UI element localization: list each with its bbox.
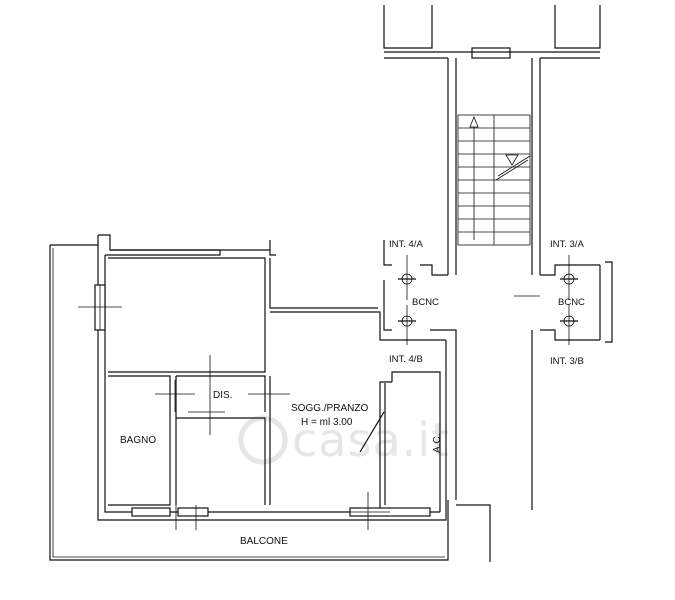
landing-right-bottom-wall bbox=[540, 329, 600, 341]
watermark-logo-icon bbox=[238, 415, 288, 465]
upper-room-right-wall bbox=[269, 258, 378, 309]
right-partial-wall bbox=[605, 261, 613, 343]
stair-treads bbox=[458, 127, 530, 233]
room-label-ac: A.C. bbox=[432, 434, 443, 453]
stair-top-left bbox=[383, 5, 433, 49]
watermark-brand: casa.it bbox=[292, 413, 450, 467]
landing-left-outer bbox=[383, 240, 392, 266]
bathroom-walls bbox=[108, 375, 171, 506]
room-label-dis: DIS. bbox=[213, 390, 232, 401]
upper-room bbox=[108, 257, 266, 373]
bathroom-window bbox=[131, 507, 171, 517]
labels: DIS. BAGNO SOGG./PRANZO H = ml 3.00 A.C.… bbox=[120, 239, 585, 547]
living-top-wall bbox=[270, 311, 446, 341]
outer-wall-outline bbox=[97, 235, 447, 521]
stair-bottom-right bbox=[456, 504, 491, 562]
room-label-soggiorno: SOGG./PRANZO bbox=[291, 403, 368, 414]
unit-label-4b: INT. 4/B bbox=[389, 354, 423, 365]
stair-top-right bbox=[554, 5, 601, 49]
balcony-outer-edge bbox=[49, 245, 449, 561]
landing-right-top bbox=[540, 264, 600, 276]
meter-symbols bbox=[398, 255, 578, 345]
stair-down-arrow-icon bbox=[505, 154, 519, 166]
stair-up-arrow-icon bbox=[469, 115, 479, 128]
landing-left-bottom bbox=[430, 329, 457, 500]
top-left-wall bbox=[98, 234, 221, 256]
living-right-wall bbox=[391, 371, 441, 512]
room-label-bcnc-right: BCNC bbox=[558, 297, 585, 308]
room-label-balcone: BALCONE bbox=[240, 536, 288, 547]
room-label-bagno: BAGNO bbox=[120, 435, 156, 446]
apartment-walls bbox=[97, 234, 447, 521]
top-mid-wall bbox=[269, 240, 276, 256]
stair-break-line bbox=[495, 159, 529, 181]
door-symbols bbox=[78, 306, 390, 530]
closet-wall bbox=[379, 381, 392, 512]
outer-wall-inner bbox=[104, 255, 440, 513]
room-label-bcnc-left: BCNC bbox=[412, 297, 439, 308]
corridor-bottom bbox=[176, 417, 266, 505]
unit-label-4a: INT. 4/A bbox=[389, 239, 423, 250]
stair-break-line2 bbox=[497, 155, 531, 177]
stair-core bbox=[383, 5, 613, 562]
watermark: casa.it bbox=[238, 413, 450, 467]
stair-window bbox=[471, 47, 511, 59]
unit-label-3b: INT. 3/B bbox=[550, 356, 584, 367]
corridor-window bbox=[177, 507, 209, 517]
landing-left-top bbox=[420, 264, 448, 276]
balcony-inner-edge bbox=[52, 248, 445, 558]
landing-left-outer2 bbox=[383, 280, 392, 331]
balcony-outline bbox=[49, 244, 449, 561]
unit-label-3a: INT. 3/A bbox=[550, 239, 584, 250]
room-height-note: H = ml 3.00 bbox=[301, 417, 353, 428]
closet-door-swing bbox=[359, 411, 385, 453]
